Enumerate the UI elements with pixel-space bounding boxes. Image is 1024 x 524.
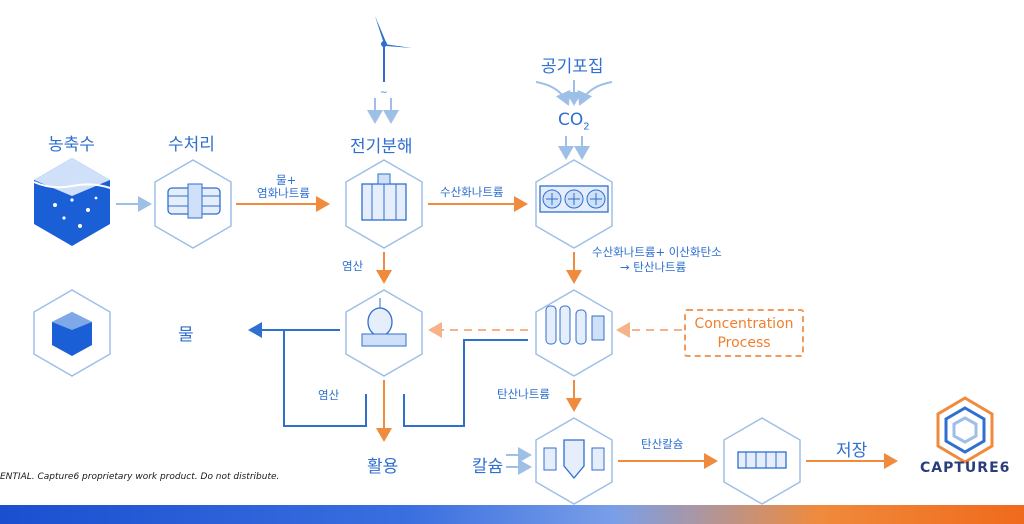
acid-process-hex <box>345 289 423 377</box>
sodium-carbonate-label: 탄산나트륨 <box>497 387 550 401</box>
air-capture-hex <box>535 159 613 249</box>
naoh-co2-label: 수산화나트륨+ 이산화탄소 <box>592 245 722 259</box>
utilization-label: 활용 <box>367 457 399 477</box>
water-plus-label: 물+ <box>276 173 297 187</box>
electrolysis-hex <box>345 159 423 249</box>
agricultural-water-hex <box>33 158 111 246</box>
storage-press-hex <box>723 417 801 505</box>
sodium-hydroxide-label: 수산화나트륨 <box>440 185 504 199</box>
hcl-label-2: 염산 <box>318 388 340 402</box>
wind-turbine-icon <box>366 16 412 82</box>
water-cube-hex <box>33 289 111 377</box>
concentration-hex <box>535 289 613 377</box>
hcl-label-1: 염산 <box>342 259 364 273</box>
sodium-carbonate-result-label: → 탄산나트륨 <box>620 260 687 274</box>
co2-label: CO2 <box>558 110 590 133</box>
concentration-line-2: Process <box>717 335 771 351</box>
water-treatment-hex <box>154 159 232 249</box>
calcium-carbonate-label: 탄산칼슘 <box>641 437 684 451</box>
storage-label: 저장 <box>836 441 868 461</box>
water-label: 물 <box>178 325 194 345</box>
concentration-line-1: Concentration <box>694 316 794 332</box>
calcium-label: 칼슘 <box>472 457 504 477</box>
brand-name: CAPTURE6 <box>920 460 1011 476</box>
electrolysis-label: 전기분해 <box>350 137 413 157</box>
calcium-reactor-hex <box>535 417 613 505</box>
bottom-gradient-bar <box>0 505 1024 524</box>
air-capture-label: 공기포집 <box>541 57 604 77</box>
sodium-chloride-label: 염화나트륨 <box>257 186 310 200</box>
water-treatment-label: 수처리 <box>168 135 215 155</box>
current-symbol: ~ <box>380 88 388 98</box>
confidential-footer: ENTIAL. Capture6 proprietary work produc… <box>0 472 280 482</box>
concentration-process-box: Concentration Process <box>684 309 804 357</box>
agricultural-water-label: 농축수 <box>48 135 95 155</box>
capture6-logo-icon <box>936 396 994 464</box>
